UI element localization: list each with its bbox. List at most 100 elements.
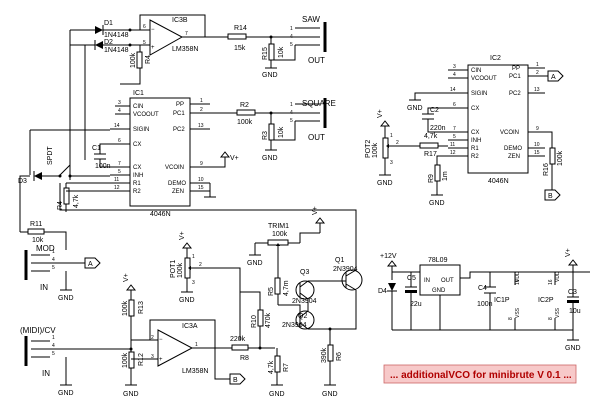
svg-text:2: 2 bbox=[199, 262, 202, 268]
svg-text:100n: 100n bbox=[95, 163, 111, 170]
svg-text:22u: 22u bbox=[410, 301, 422, 308]
svg-text:V+: V+ bbox=[565, 248, 572, 257]
net-flag-a-left: A bbox=[84, 257, 101, 269]
gnd-r15: GND bbox=[262, 67, 278, 79]
svg-text:100k: 100k bbox=[272, 231, 288, 238]
svg-text:4: 4 bbox=[52, 257, 55, 263]
svg-text:12: 12 bbox=[114, 185, 120, 191]
svg-text:CX: CX bbox=[471, 106, 479, 112]
square-out-label: OUT bbox=[308, 133, 325, 142]
mod-label: MOD bbox=[36, 244, 55, 253]
svg-text:VSS: VSS bbox=[555, 307, 561, 318]
svg-text:6: 6 bbox=[143, 24, 146, 30]
svg-text:GND: GND bbox=[429, 200, 445, 207]
transistor-q2: Q2 2N3904 bbox=[282, 310, 315, 330]
svg-text:10k: 10k bbox=[278, 46, 285, 58]
svg-text:1: 1 bbox=[290, 26, 293, 32]
svg-text:Q1: Q1 bbox=[335, 257, 344, 264]
svg-text:3: 3 bbox=[453, 64, 456, 70]
svg-text:C5: C5 bbox=[407, 275, 416, 282]
vplus-trim1: V+ bbox=[312, 206, 326, 233]
transistor-q1: Q1 2N3904 bbox=[333, 257, 363, 291]
svg-text:2: 2 bbox=[536, 70, 539, 76]
svg-text:INH: INH bbox=[471, 138, 481, 144]
svg-text:−: − bbox=[159, 337, 163, 343]
svg-text:100k: 100k bbox=[557, 150, 564, 166]
svg-text:4,7k: 4,7k bbox=[73, 194, 80, 208]
d2-value: 1N4148 bbox=[104, 47, 129, 54]
svg-text:1: 1 bbox=[200, 98, 203, 104]
svg-text:R2: R2 bbox=[471, 154, 479, 160]
net-flag-a-right: A bbox=[547, 70, 564, 82]
svg-text:INH: INH bbox=[133, 173, 143, 179]
svg-text:GND: GND bbox=[247, 260, 263, 267]
svg-text:470k: 470k bbox=[265, 312, 272, 328]
d1-value: 1N4148 bbox=[104, 32, 129, 39]
pot-pot2: POT2 100k 1 2 3 bbox=[365, 133, 399, 166]
svg-text:14: 14 bbox=[114, 123, 120, 129]
svg-text:2: 2 bbox=[200, 107, 203, 113]
svg-text:10: 10 bbox=[198, 177, 204, 183]
svg-text:6: 6 bbox=[118, 138, 121, 144]
svg-text:4: 4 bbox=[290, 110, 293, 116]
svg-text:VCOOUT: VCOOUT bbox=[471, 76, 497, 82]
vplus-r13: V+ bbox=[123, 273, 137, 300]
saw-label: SAW bbox=[302, 15, 320, 24]
gnd-r3: GND bbox=[262, 149, 278, 162]
svg-text:8: 8 bbox=[508, 317, 514, 320]
svg-text:GND: GND bbox=[179, 297, 195, 304]
svg-text:4: 4 bbox=[290, 34, 293, 40]
svg-text:R15: R15 bbox=[262, 47, 269, 60]
svg-text:2N3904: 2N3904 bbox=[292, 298, 317, 305]
svg-text:3: 3 bbox=[151, 354, 154, 360]
ic3a-part: LM358N bbox=[182, 368, 208, 375]
svg-text:220n: 220n bbox=[430, 125, 446, 132]
svg-text:12: 12 bbox=[450, 150, 456, 156]
svg-text:POT2: POT2 bbox=[365, 140, 372, 158]
cap-c2: C2 220n bbox=[422, 107, 448, 133]
square-label: SQUARE bbox=[302, 99, 336, 108]
svg-text:R10: R10 bbox=[251, 315, 258, 328]
svg-text:6: 6 bbox=[453, 102, 456, 108]
svg-text:DEMO: DEMO bbox=[504, 146, 522, 152]
svg-text:7: 7 bbox=[453, 126, 456, 132]
svg-text:13: 13 bbox=[198, 123, 204, 129]
ic2-part: 4046N bbox=[488, 178, 509, 185]
svg-text:9: 9 bbox=[536, 126, 539, 132]
svg-text:R1: R1 bbox=[471, 146, 479, 152]
svg-text:1: 1 bbox=[52, 249, 55, 255]
svg-text:VSS: VSS bbox=[515, 307, 521, 318]
svg-text:R3: R3 bbox=[262, 131, 269, 140]
diode-d4: D4 bbox=[378, 283, 397, 295]
svg-text:R17: R17 bbox=[424, 151, 437, 158]
svg-text:10k: 10k bbox=[32, 237, 44, 244]
svg-text:100n: 100n bbox=[477, 301, 493, 308]
diode-d2: D2 1N4148 bbox=[94, 39, 129, 54]
svg-text:POT1: POT1 bbox=[170, 260, 177, 278]
svg-text:CX: CX bbox=[133, 165, 141, 171]
svg-text:VCOIN: VCOIN bbox=[500, 130, 519, 136]
svg-text:+12V: +12V bbox=[380, 253, 397, 260]
jack-square: 1 4 5 SQUARE OUT bbox=[290, 98, 336, 142]
net-flag-b-right: B bbox=[544, 189, 561, 201]
svg-text:CIN: CIN bbox=[133, 104, 143, 110]
ic3b-part: LM358N bbox=[172, 46, 198, 53]
svg-text:R5: R5 bbox=[268, 287, 275, 296]
vplus-ic1-vcoin: V+ bbox=[212, 151, 239, 168]
svg-text:3: 3 bbox=[390, 160, 393, 166]
svg-text:11: 11 bbox=[114, 177, 119, 183]
svg-text:R16: R16 bbox=[543, 163, 550, 176]
svg-text:9: 9 bbox=[200, 161, 203, 167]
svg-text:10: 10 bbox=[534, 142, 540, 148]
svg-text:R4: R4 bbox=[145, 55, 152, 64]
svg-text:ZEN: ZEN bbox=[172, 189, 184, 195]
svg-text:100k: 100k bbox=[122, 352, 129, 368]
svg-text:GND: GND bbox=[123, 391, 139, 398]
svg-text:1: 1 bbox=[290, 102, 293, 108]
resistor-r3: R3 10k bbox=[262, 123, 285, 141]
svg-text:1: 1 bbox=[390, 133, 393, 139]
svg-text:16: 16 bbox=[515, 279, 521, 285]
saw-out-label: OUT bbox=[308, 56, 325, 65]
svg-text:2N3904: 2N3904 bbox=[282, 322, 307, 329]
svg-text:10k: 10k bbox=[278, 126, 285, 138]
